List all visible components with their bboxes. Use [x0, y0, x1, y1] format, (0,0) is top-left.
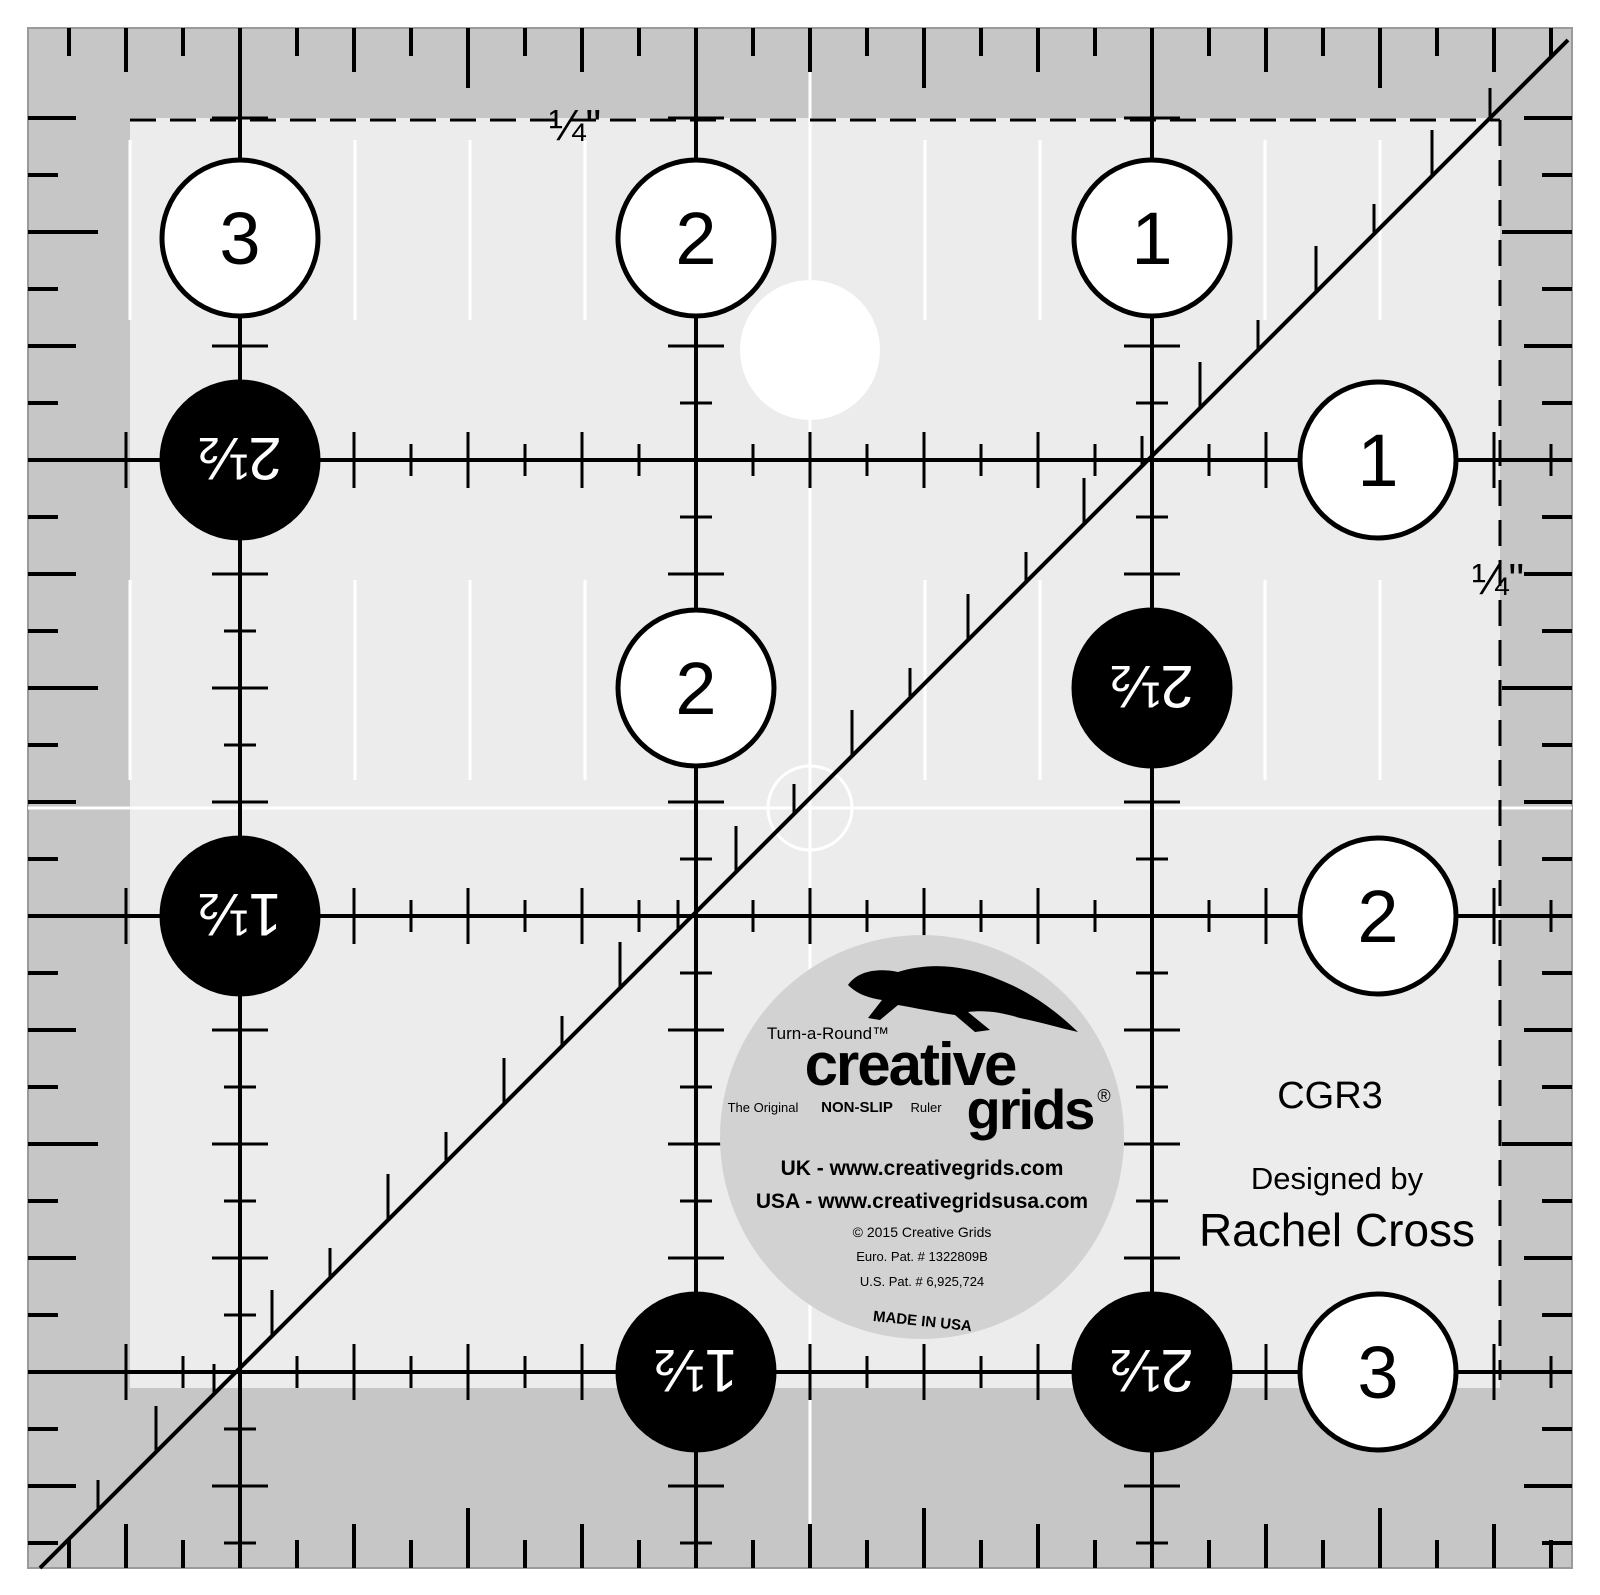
circle-shape	[1071, 607, 1233, 769]
number-circle: 2	[615, 157, 777, 319]
circle-shape	[1297, 835, 1459, 997]
logo-tagline-prefix: The Original	[728, 1100, 799, 1115]
logo-uk-site: UK - www.creativegrids.com	[781, 1157, 1064, 1180]
circle-shape	[615, 1291, 777, 1453]
circle-label: 2½	[1110, 1337, 1193, 1404]
designer-line-2: Rachel Cross	[1199, 1204, 1475, 1256]
model-code: CGR3	[1277, 1075, 1383, 1117]
grip-hole	[740, 280, 880, 420]
circle-shape	[159, 379, 321, 541]
circle-shape	[1297, 379, 1459, 541]
number-circle: 3	[159, 157, 321, 319]
ruler-edge	[27, 27, 1573, 1569]
number-circles: 3 2 1 2½ 1 2 2½ 1½ 2 1½ 2½ 3	[159, 157, 1459, 1453]
quarter-inch-mark-top: ¼"	[549, 101, 601, 150]
number-circle: 2	[1297, 835, 1459, 997]
circle-label: 1½	[198, 881, 281, 948]
logo-trademark: Turn-a-Round™	[767, 1024, 889, 1043]
designer-line-1: Designed by	[1251, 1161, 1424, 1196]
number-circle: 1½	[159, 835, 321, 997]
quarter-inch-mark-right: ¼"	[1472, 555, 1524, 604]
creative-grids-logo: Turn-a-Round™ creative grids ® The Origi…	[720, 935, 1124, 1339]
number-circle: 3	[1297, 1291, 1459, 1453]
circle-shape	[159, 835, 321, 997]
number-circle: 2½	[1071, 1291, 1233, 1453]
logo-disc	[720, 935, 1124, 1339]
logo-tagline-bold: NON-SLIP	[821, 1099, 893, 1116]
circle-label: 1	[1357, 419, 1398, 502]
circle-label: 2	[675, 647, 716, 730]
circle-shape	[615, 607, 777, 769]
logo-usa-site: USA - www.creativegridsusa.com	[756, 1190, 1088, 1213]
circle-label: 1	[1131, 197, 1172, 280]
fox-icon	[848, 966, 1078, 1032]
number-circle: 1	[1071, 157, 1233, 319]
circle-shape	[159, 157, 321, 319]
logo-copyright: © 2015 Creative Grids	[853, 1224, 992, 1240]
number-circle: 1	[1297, 379, 1459, 541]
logo-brand-creative: creative	[805, 1031, 1016, 1098]
logo-us-patent: U.S. Pat. # 6,925,724	[860, 1274, 984, 1289]
circle-shape	[1071, 157, 1233, 319]
circle-shape	[615, 157, 777, 319]
circle-label: 2	[1357, 875, 1398, 958]
logo-registered: ®	[1097, 1086, 1110, 1106]
circle-label: 3	[219, 197, 260, 280]
circle-label: 2½	[198, 425, 281, 492]
number-circle: 2½	[159, 379, 321, 541]
grid-lines	[28, 28, 1572, 1570]
number-circle: 1½	[615, 1291, 777, 1453]
logo-euro-patent: Euro. Pat. # 1322809B	[856, 1249, 988, 1264]
diagonal-line	[38, 38, 1570, 1570]
circle-shape	[1297, 1291, 1459, 1453]
circle-shape	[1071, 1291, 1233, 1453]
circle-label: 2½	[1110, 653, 1193, 720]
circle-label: 2	[675, 197, 716, 280]
logo-tagline-suffix: Ruler	[910, 1100, 942, 1115]
number-circle: 2½	[1071, 607, 1233, 769]
circle-label: 1½	[654, 1337, 737, 1404]
logo-brand-grids: grids	[967, 1078, 1094, 1141]
circle-label: 3	[1357, 1331, 1398, 1414]
number-circle: 2	[615, 607, 777, 769]
